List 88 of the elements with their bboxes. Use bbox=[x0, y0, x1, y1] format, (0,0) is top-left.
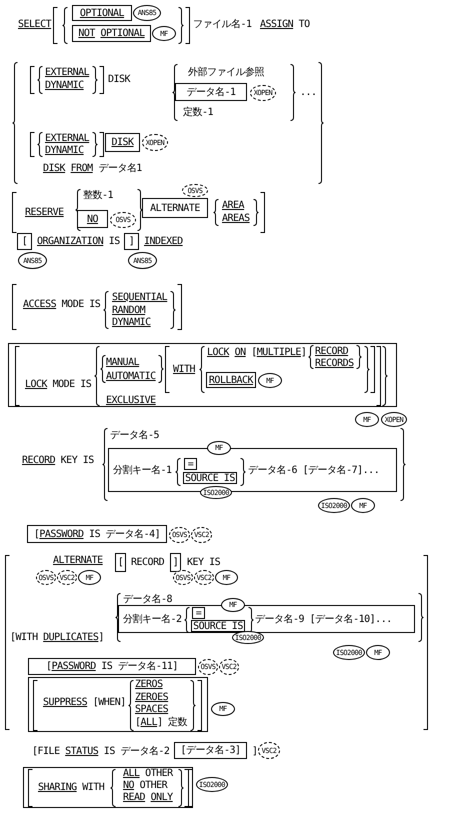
syntax-text: [ bbox=[22, 236, 28, 247]
syntax-text: ACCESS MODE IS bbox=[23, 298, 100, 310]
syntax-text: ORGANIZATION IS bbox=[37, 236, 120, 246]
syntax-text: RESERVE bbox=[25, 206, 64, 218]
keyword-frame bbox=[142, 198, 208, 218]
syntax-text: RANDOM bbox=[112, 304, 146, 316]
syntax-text: SUPPRESS [WHEN] bbox=[43, 696, 126, 708]
syntax-text: DISK bbox=[111, 137, 134, 148]
syntax-text: LOCK ON [MULTIPLE] bbox=[207, 346, 306, 358]
keyword-frame bbox=[184, 458, 197, 470]
syntax-text: 外部ファイル参照 bbox=[188, 66, 264, 78]
syntax-text: DISK bbox=[108, 74, 130, 84]
syntax-text: = bbox=[196, 608, 202, 618]
syntax-text: ZEROS bbox=[135, 678, 163, 690]
keyword-frame bbox=[77, 210, 108, 228]
syntax-text: MANUAL bbox=[106, 356, 140, 368]
syntax-frame bbox=[118, 605, 415, 633]
keyword-frame bbox=[27, 525, 167, 543]
syntax-text: ALTERNATE bbox=[150, 202, 200, 214]
syntax-text: データ名-5 bbox=[110, 430, 160, 440]
keyword-frame bbox=[17, 233, 32, 250]
syntax-text: SEQUENTIAL bbox=[112, 292, 168, 302]
syntax-text: [PASSWORD IS データ名-4] bbox=[34, 528, 160, 540]
syntax-frame bbox=[28, 677, 208, 732]
syntax-text: INDEXED bbox=[144, 236, 183, 246]
syntax-text: 定数-1 bbox=[183, 106, 214, 118]
syntax-text: 分割キー名-2 bbox=[123, 614, 182, 624]
syntax-text: ] bbox=[172, 557, 178, 568]
syntax-text: READ ONLY bbox=[123, 792, 173, 802]
syntax-text: EXTERNAL bbox=[45, 66, 90, 78]
syntax-text: データ名-8 bbox=[123, 594, 172, 604]
syntax-text: DYNAMIC bbox=[45, 80, 84, 90]
keyword-frame bbox=[124, 233, 139, 250]
syntax-text: AREAS bbox=[222, 212, 250, 224]
syntax-text: データ名-9 [データ名-10]... bbox=[255, 614, 392, 624]
syntax-text: SELECT bbox=[18, 18, 52, 30]
syntax-text: ALTERNATE bbox=[53, 554, 103, 566]
syntax-text: DISK FROM データ名1 bbox=[43, 162, 142, 174]
syntax-text: RECORD KEY IS bbox=[22, 454, 94, 466]
syntax-text: SHARING WITH bbox=[38, 782, 104, 792]
keyword-frame bbox=[174, 742, 247, 759]
syntax-text: データ名-1 bbox=[186, 86, 236, 98]
syntax-frame bbox=[23, 767, 193, 808]
syntax-text: ] bbox=[252, 746, 258, 756]
syntax-text: DYNAMIC bbox=[45, 144, 84, 156]
syntax-text: AUTOMATIC bbox=[106, 370, 156, 382]
syntax-text: データ名-6 [データ名-7]... bbox=[248, 464, 380, 476]
syntax-text: [WITH DUPLICATES] bbox=[10, 632, 104, 642]
syntax-text: RECORDS bbox=[315, 358, 354, 368]
syntax-text: RECORD bbox=[315, 346, 348, 356]
syntax-text: ... bbox=[300, 86, 317, 98]
keyword-frame bbox=[28, 658, 196, 675]
syntax-text: DYNAMIC bbox=[112, 316, 151, 328]
syntax-text: ZEROES bbox=[135, 692, 168, 702]
keyword-frame bbox=[72, 5, 132, 21]
syntax-text: LOCK MODE IS bbox=[25, 378, 92, 390]
syntax-text: [データ名-3] bbox=[180, 745, 241, 756]
syntax-text: ] bbox=[128, 236, 134, 247]
syntax-text: KEY IS bbox=[187, 556, 220, 568]
syntax-text: 分割キー名-1 bbox=[113, 464, 172, 476]
syntax-text: AREA bbox=[222, 200, 244, 210]
syntax-text: [ bbox=[118, 557, 124, 568]
syntax-text: NO bbox=[86, 214, 98, 224]
keyword-frame bbox=[192, 607, 205, 619]
syntax-text: EXCLUSIVE bbox=[106, 394, 156, 406]
syntax-frame bbox=[8, 343, 397, 407]
keyword-frame bbox=[72, 25, 151, 42]
syntax-text: 整数-1 bbox=[83, 190, 114, 200]
syntax-text: NOT OPTIONAL bbox=[78, 28, 145, 39]
syntax-text: WITH bbox=[173, 364, 196, 374]
syntax-text: NO OTHER bbox=[123, 780, 168, 790]
syntax-text: ASSIGN TO bbox=[260, 18, 310, 30]
syntax-text: RECORD bbox=[131, 556, 164, 568]
syntax-text: SOURCE IS bbox=[193, 620, 243, 632]
syntax-text: SOURCE IS bbox=[185, 472, 235, 484]
syntax-text: [FILE STATUS IS データ名-2 bbox=[32, 746, 170, 756]
syntax-text: = bbox=[188, 458, 194, 470]
syntax-text: SPACES bbox=[135, 704, 168, 714]
syntax-text: [ALL] 定数 bbox=[135, 716, 188, 728]
keyword-frame bbox=[105, 133, 140, 152]
syntax-text: [PASSWORD IS データ名-11] bbox=[46, 661, 178, 672]
syntax-text: ROLLBACK bbox=[208, 374, 254, 386]
syntax-text: ALL OTHER bbox=[123, 768, 173, 778]
syntax-text: OPTIONAL bbox=[80, 8, 124, 18]
keyword-frame bbox=[175, 83, 247, 101]
syntax-text: ファイル名-1 bbox=[193, 18, 252, 30]
syntax-text: EXTERNAL bbox=[45, 132, 90, 144]
keyword-frame bbox=[115, 553, 126, 572]
